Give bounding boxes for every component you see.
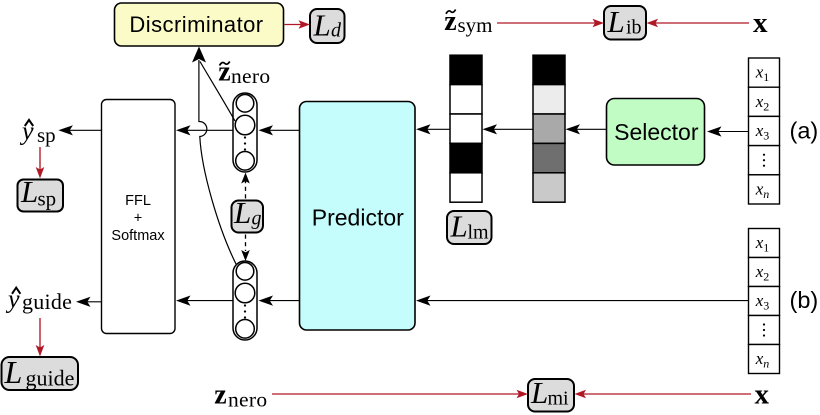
- svg-text:L: L: [313, 8, 331, 43]
- svg-text:x: x: [755, 379, 770, 411]
- svg-text:(b): (b): [790, 287, 819, 313]
- svg-text:lm: lm: [468, 222, 490, 244]
- svg-text:x1: x1: [755, 233, 770, 255]
- svg-text:z: z: [214, 380, 226, 411]
- svg-text:nero: nero: [228, 388, 267, 412]
- svg-text:L: L: [607, 4, 625, 39]
- svg-text:guide: guide: [22, 289, 72, 314]
- svg-text:x3: x3: [755, 121, 770, 143]
- svg-text:mi: mi: [548, 388, 570, 410]
- svg-text:Selector: Selector: [614, 119, 699, 145]
- svg-text:L: L: [4, 354, 23, 390]
- svg-text:L: L: [20, 174, 38, 209]
- svg-text:sp: sp: [37, 123, 56, 147]
- svg-text:xn: xn: [755, 179, 770, 201]
- svg-text:xn: xn: [755, 349, 770, 371]
- svg-text:x3: x3: [755, 291, 770, 313]
- svg-text:z: z: [218, 57, 230, 88]
- svg-text:z: z: [444, 6, 456, 37]
- svg-text:Discriminator: Discriminator: [129, 12, 263, 37]
- svg-text:ib: ib: [626, 17, 642, 39]
- svg-text:L: L: [450, 209, 468, 244]
- svg-text:(a): (a): [790, 118, 819, 144]
- svg-text:y: y: [5, 285, 20, 314]
- svg-text:guide: guide: [26, 366, 75, 391]
- svg-text:Predictor: Predictor: [312, 205, 404, 231]
- svg-text:x1: x1: [755, 63, 770, 85]
- svg-text:Softmax: Softmax: [111, 228, 165, 244]
- svg-text:FFL: FFL: [125, 193, 151, 209]
- svg-text:x2: x2: [755, 262, 770, 284]
- svg-text:y: y: [19, 117, 34, 146]
- svg-text:sym: sym: [458, 13, 493, 37]
- svg-text:sp: sp: [38, 187, 57, 211]
- svg-text:g: g: [252, 208, 262, 230]
- svg-text:+: +: [134, 211, 142, 227]
- svg-text:x: x: [753, 7, 768, 39]
- svg-text:nero: nero: [231, 64, 270, 88]
- svg-text:d: d: [331, 20, 342, 42]
- svg-text:x2: x2: [755, 92, 770, 114]
- svg-text:L: L: [530, 375, 548, 410]
- svg-text:L: L: [233, 195, 251, 230]
